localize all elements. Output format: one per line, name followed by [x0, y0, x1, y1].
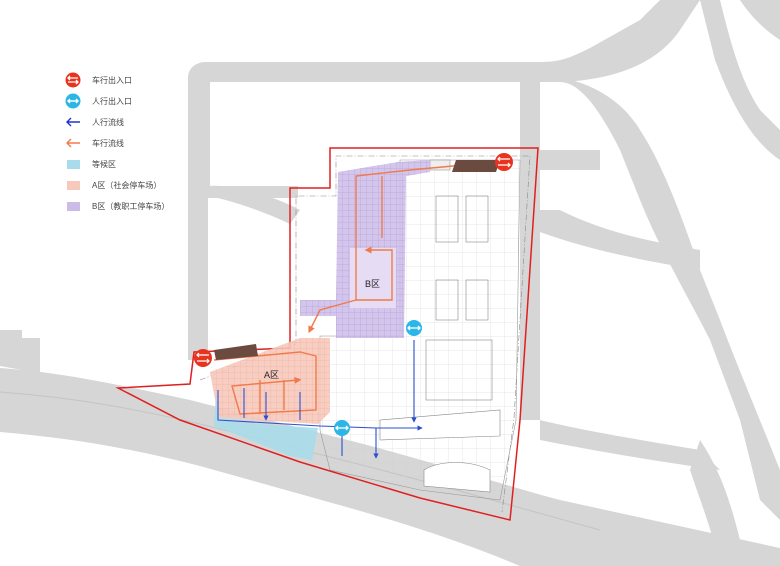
- legend-label: 车行出入口: [92, 75, 132, 85]
- legend-label: 车行流线: [92, 138, 124, 148]
- zone-b-swatch: [66, 201, 80, 211]
- vehicle-entrance-marker: [495, 153, 513, 171]
- zone-a-swatch: [66, 180, 80, 190]
- legend-item-vehicle-entrance: 车行出入口: [64, 72, 132, 88]
- legend-item-zone-b: B区（教职工停车场）: [64, 198, 169, 214]
- legend-item-waiting-area: 等候区: [64, 156, 116, 172]
- legend-item-pedestrian-flow: 人行流线: [64, 114, 124, 130]
- east-road: [540, 76, 780, 520]
- legend-label: 人行流线: [92, 117, 124, 127]
- pedestrian-entrance-marker: [334, 420, 350, 436]
- waiting-area-swatch: [66, 159, 80, 169]
- north-road: [188, 0, 700, 186]
- left-road: [22, 338, 40, 378]
- legend-label: B区（教职工停车场）: [92, 201, 170, 211]
- pedestrian-entrance-marker: [406, 320, 422, 336]
- legend-item-vehicle-flow: 车行流线: [64, 135, 124, 151]
- vehicle-flow-arrow-icon: [64, 135, 82, 151]
- pedestrian-entrance-icon: [64, 93, 82, 109]
- waiting-area: [214, 392, 318, 460]
- ramp-west: [214, 344, 258, 360]
- vehicle-entrance-icon: [64, 72, 82, 88]
- zone-b-label: B区: [365, 279, 381, 289]
- vehicle-entrance-marker: [194, 349, 212, 367]
- pedestrian-flow-lines: [217, 340, 423, 459]
- legend-label: 等候区: [92, 159, 116, 169]
- legend-label: 人行出入口: [92, 96, 132, 106]
- legend-item-zone-a: A区（社会停车场）: [64, 177, 161, 193]
- zone-a-label: A区: [264, 370, 280, 380]
- legend-label: A区（社会停车场）: [92, 180, 162, 190]
- legend-item-pedestrian-entrance: 人行出入口: [64, 93, 132, 109]
- pedestrian-flow-arrow-icon: [64, 114, 82, 130]
- ramp-north: [452, 160, 500, 172]
- vehicle-flow-lines: [213, 161, 497, 415]
- site-boundary: [115, 147, 539, 521]
